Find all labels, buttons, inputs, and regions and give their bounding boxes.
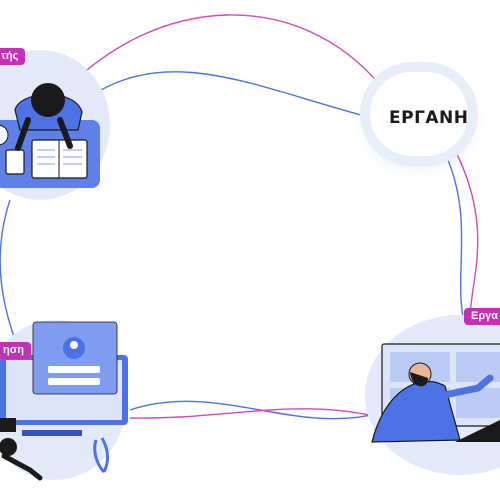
calculator (5, 149, 25, 175)
worker-arm (57, 117, 73, 149)
ergani-logo-text: ΕΡΓΑΝΗ (389, 108, 469, 128)
book-lines (37, 149, 82, 165)
form-field-2 (48, 378, 100, 385)
connector-blue-top (84, 71, 381, 121)
worker-arm-left (15, 117, 31, 151)
connector-blue-bottom (129, 400, 391, 420)
profile-icon-head (70, 341, 78, 349)
desk-worker-illustration (0, 50, 110, 200)
person-leg (1, 453, 43, 481)
laptop (0, 418, 16, 432)
label-badge-right: Εργα (464, 308, 500, 325)
label-badge-top-left: τής (0, 48, 26, 65)
ergani-logo-cloud (370, 72, 468, 156)
laptop (455, 420, 500, 442)
presenter-illustration (365, 315, 500, 475)
form-illustration (0, 320, 128, 481)
label-badge-bottom-left: ηση (0, 342, 31, 359)
connector-blue-left (0, 199, 16, 341)
connector-lines (0, 14, 481, 421)
connector-magenta-right (454, 149, 479, 321)
connector-magenta-top (59, 14, 381, 96)
connector-magenta-bottom (129, 408, 391, 421)
plant-icon (93, 437, 109, 474)
presenter-beard (410, 372, 428, 387)
worker-head (31, 83, 65, 117)
monitor-stand (22, 430, 82, 436)
coffee-cup (0, 124, 9, 146)
person-head (0, 438, 17, 456)
form-field-1 (48, 366, 100, 373)
presenter-arm (436, 374, 494, 400)
